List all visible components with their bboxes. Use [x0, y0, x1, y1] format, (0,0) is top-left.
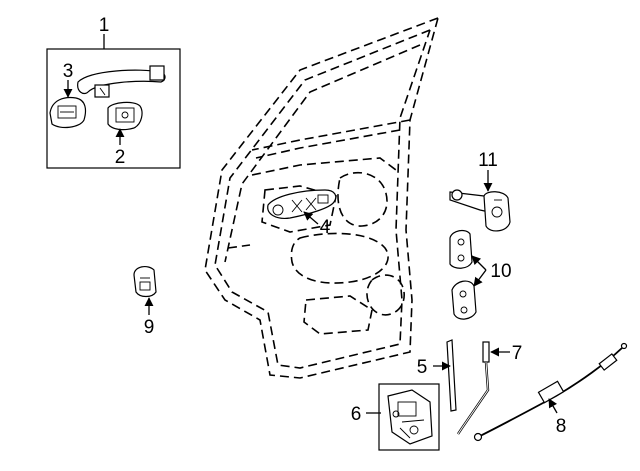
callout-4: 4 [320, 217, 331, 238]
callout-8: 8 [556, 416, 567, 437]
outside-handle [77, 65, 166, 98]
callout-10: 10 [490, 261, 511, 282]
callout-1: 1 [99, 15, 110, 36]
handle-bezel [107, 101, 143, 131]
lock-actuator-box [378, 383, 440, 451]
door-check [449, 189, 511, 232]
handle-gasket [49, 96, 87, 129]
callout-6: 6 [351, 404, 362, 425]
callout-7: 7 [512, 343, 523, 364]
callout-5: 5 [417, 357, 428, 378]
inside-handle [267, 189, 337, 219]
upper-hinge [449, 229, 473, 269]
callout-11: 11 [478, 150, 498, 171]
lock-rod [446, 339, 457, 412]
handle-kit-box [46, 34, 181, 169]
callout-9: 9 [144, 317, 155, 338]
release-cable [473, 342, 628, 442]
callout-3: 3 [63, 61, 74, 82]
callout-2: 2 [115, 147, 126, 168]
actuator-rod [457, 341, 490, 435]
bumper-clip [133, 265, 157, 298]
door-outline [204, 17, 439, 379]
lower-hinge [451, 280, 477, 320]
